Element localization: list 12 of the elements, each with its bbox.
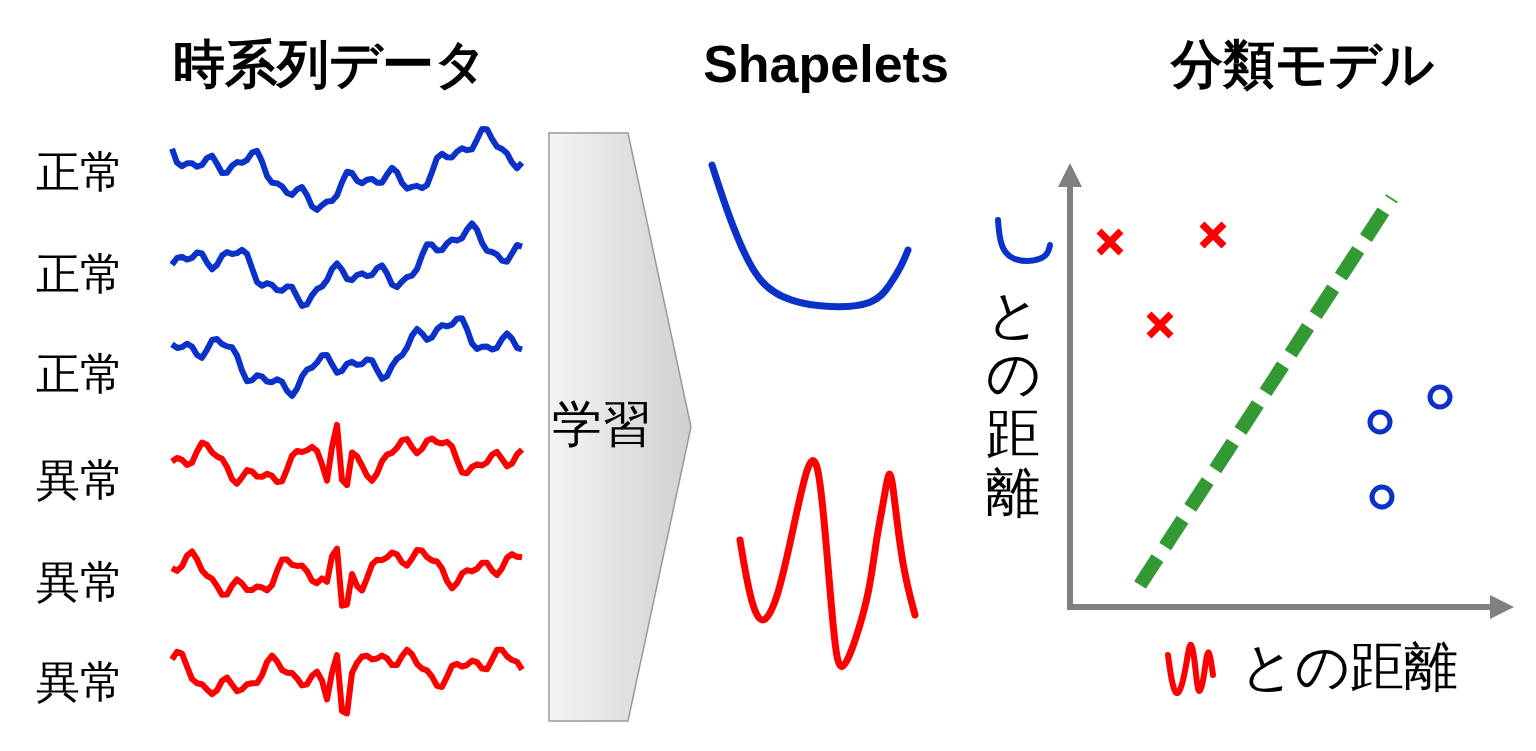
class-label: 異常 bbox=[36, 560, 124, 604]
class-label: 異常 bbox=[36, 458, 124, 502]
column-heading: 時系列データ bbox=[173, 38, 487, 90]
class-label: 正常 bbox=[36, 252, 124, 296]
class-label: 正常 bbox=[36, 150, 124, 194]
class-label: 異常 bbox=[36, 660, 124, 704]
axis-label: との距離 bbox=[1240, 640, 1458, 694]
process-arrow bbox=[548, 132, 693, 722]
class-label: 正常 bbox=[36, 352, 124, 396]
column-heading: 分類モデル bbox=[1170, 38, 1434, 90]
axis-label: との距離 bbox=[986, 285, 1040, 523]
step-label: 学習 bbox=[552, 399, 652, 449]
